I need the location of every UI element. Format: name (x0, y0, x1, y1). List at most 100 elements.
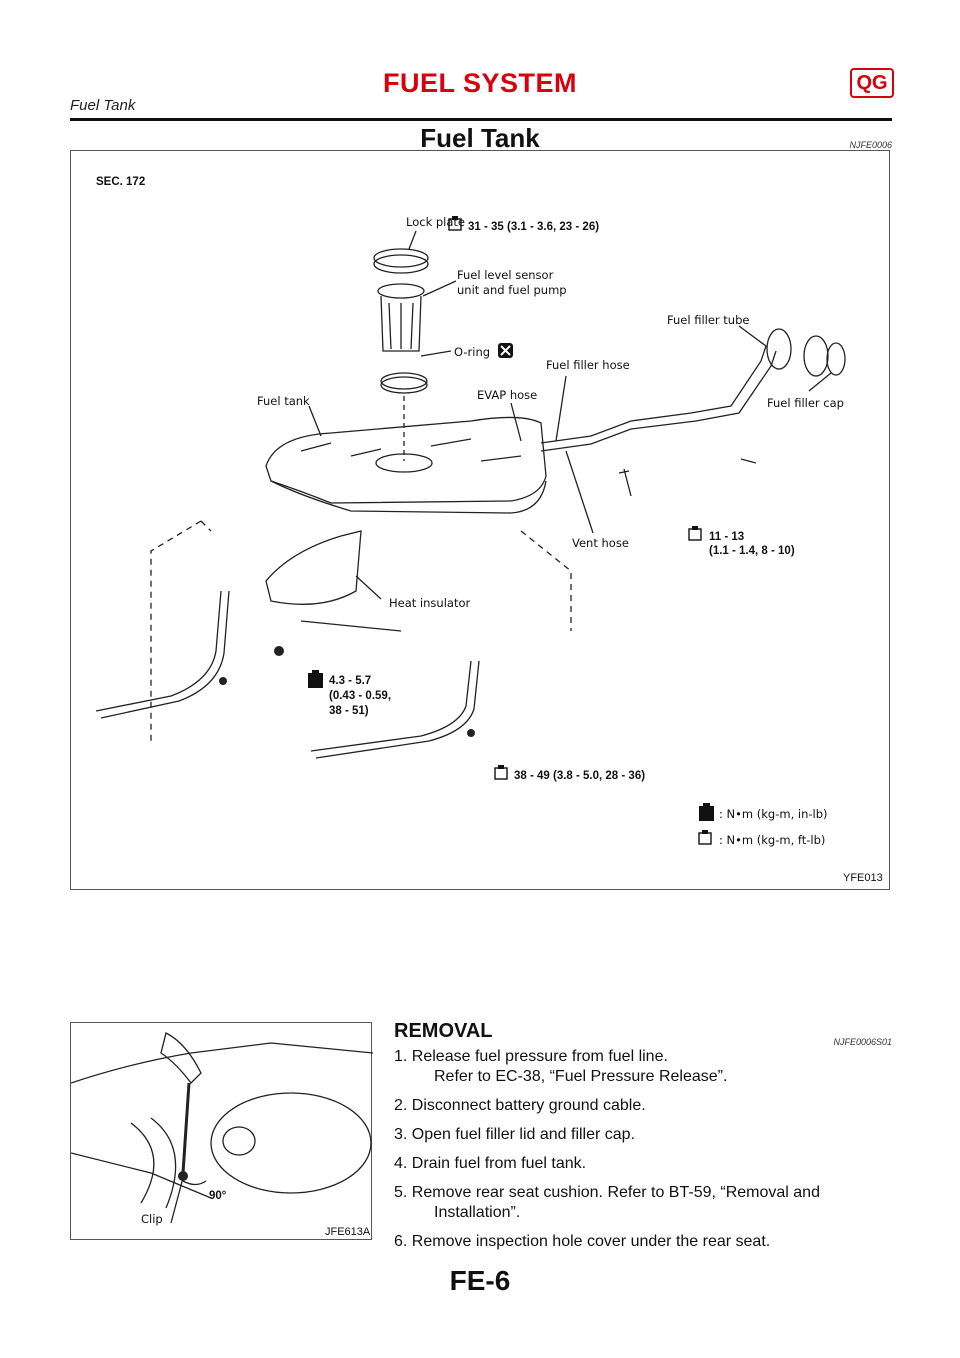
label-evap-hose: EVAP hose (477, 388, 537, 402)
screwdriver-shape (181, 1082, 191, 1174)
pump-detail-lines (388, 302, 414, 350)
o-ring-shape (380, 372, 428, 390)
label-fuel-tank: Fuel tank (257, 394, 310, 408)
tank-strap-right-2 (315, 660, 480, 759)
leader-clip (170, 1177, 184, 1224)
step-text: 6. Remove inspection hole cover under th… (394, 1233, 771, 1250)
heat-insulator-shape (265, 530, 362, 605)
legend-ftlb: : N•m (kg-m, ft-lb) (719, 833, 825, 847)
label-sensor-2: unit and fuel pump (457, 283, 567, 297)
label-filler-tube: Fuel filler tube (667, 313, 749, 327)
tank-body-shape (265, 416, 547, 504)
label-torque-11-2: (1.1 - 1.4, 8 - 10) (709, 545, 795, 557)
page-title: Fuel Tank (0, 123, 960, 154)
leader-filler-cap (808, 372, 832, 392)
step-text: 2. Disconnect battery ground cable. (394, 1097, 646, 1114)
removal-drawing: Clip 90° JFE613A (70, 1032, 374, 1238)
label-angle: 90° (209, 1190, 227, 1202)
engine-badge: QG (850, 68, 894, 98)
manual-subsection: Fuel Tank (70, 97, 136, 114)
removal-steps: 1. Release fuel pressure from fuel line.… (394, 1047, 894, 1261)
bolt-shape-2 (740, 458, 757, 464)
clip-shape (178, 1171, 188, 1181)
label-torque-lock: 31 - 35 (3.1 - 3.6, 23 - 26) (468, 221, 599, 233)
tank-opening-shape (375, 453, 433, 473)
pump-body-shape (380, 295, 422, 352)
removal-ref-code: NJFE0006S01 (833, 1037, 892, 1047)
floor-edge (70, 1152, 212, 1199)
filler-cap-shape (826, 342, 846, 376)
page-title-text: Fuel Tank (420, 123, 540, 153)
leader-filler-tube (738, 325, 767, 347)
hose-shape-2 (150, 1117, 177, 1209)
bolt-head-shape (467, 729, 475, 737)
angle-arc (182, 1180, 207, 1186)
filler-gasket-shape (803, 335, 829, 377)
step-continuation: Installation”. (434, 1204, 521, 1221)
dashed-guide-left (150, 520, 212, 741)
fuel-tank-exploded-diagram: SEC. 172 Lock plate 31 - 35 (3.1 - 3.6, … (70, 150, 890, 890)
leader-lock-plate (408, 230, 417, 250)
label-sensor-1: Fuel level sensor (457, 268, 554, 282)
label-torque-11-1: 11 - 13 (709, 531, 744, 543)
filler-tube-shape (540, 345, 767, 444)
hose-shape (130, 1122, 155, 1204)
step-text: 3. Open fuel filler lid and filler cap. (394, 1126, 636, 1143)
hand-shape (160, 1032, 202, 1084)
tank-strap-left (95, 590, 222, 712)
leader-evap (510, 402, 522, 442)
filler-neck-shape (766, 328, 792, 370)
label-vent-hose: Vent hose (572, 536, 629, 550)
leader-heat-insulator (355, 575, 382, 600)
leader-filler-hose (555, 375, 567, 442)
leader-tank (308, 405, 322, 437)
figure-code: YFE013 (843, 872, 883, 884)
label-clip: Clip (141, 1212, 163, 1226)
tank-bottom-shape (270, 480, 547, 514)
step-text: 5. Remove rear seat cushion. Refer to BT… (394, 1184, 820, 1201)
lock-plate-shape (373, 248, 429, 268)
legend-inlb: : N•m (kg-m, in-lb) (719, 807, 828, 821)
lock-plate-shape-lower (373, 254, 429, 274)
torque-icon-inlb (308, 670, 323, 688)
torque-icon (448, 216, 462, 231)
torque-icon (494, 765, 508, 780)
removal-step: 2. Disconnect battery ground cable. (394, 1096, 894, 1116)
label-heat-insulator: Heat insulator (389, 596, 470, 610)
floor-contour (70, 1042, 374, 1084)
label-filler-hose: Fuel filler hose (546, 358, 630, 372)
label-filler-cap: Fuel filler cap (767, 396, 844, 410)
removal-step: 4. Drain fuel from fuel tank. (394, 1154, 894, 1174)
removal-step: 5. Remove rear seat cushion. Refer to BT… (394, 1183, 894, 1223)
removal-figure-code: JFE613A (325, 1226, 371, 1238)
bolt-head-shape-2 (219, 677, 227, 685)
filler-tube-shape-2 (540, 350, 777, 452)
removal-step: 3. Open fuel filler lid and filler cap. (394, 1125, 894, 1145)
tank-recess-shape (210, 1092, 372, 1194)
fuel-pump-cap-shape (222, 1126, 256, 1156)
legend-inlb-icon (699, 803, 714, 821)
torque-icon (688, 526, 702, 541)
tank-surface-detail (300, 438, 522, 462)
tank-strap-left-2 (100, 590, 230, 719)
o-ring-shape-lower (380, 376, 428, 394)
label-torque-43-3: 38 - 51) (329, 705, 369, 717)
leader-pump (422, 280, 457, 297)
header-rule (70, 118, 892, 121)
removal-step: 6. Remove inspection hole cover under th… (394, 1232, 894, 1252)
diagram-drawing: SEC. 172 Lock plate 31 - 35 (3.1 - 3.6, … (95, 176, 883, 884)
removal-step: 1. Release fuel pressure from fuel line.… (394, 1047, 894, 1087)
label-torque-43-2: (0.43 - 0.59, (329, 690, 391, 702)
do-not-reuse-icon (498, 343, 513, 358)
page-number: FE-6 (449, 1265, 511, 1296)
insulator-strap-shape (300, 620, 402, 632)
dashed-guide-right (520, 530, 572, 631)
nut-shape (274, 646, 284, 656)
removal-heading: REMOVAL (394, 1020, 493, 1042)
manual-section-title: FUEL SYSTEM (382, 68, 578, 98)
leader-oring (420, 350, 452, 357)
label-torque-43-1: 4.3 - 5.7 (329, 675, 371, 687)
step-continuation: Refer to EC-38, “Fuel Pressure Release”. (434, 1068, 728, 1085)
leader-vent-hose (565, 450, 594, 534)
sec-number: SEC. 172 (96, 176, 145, 188)
